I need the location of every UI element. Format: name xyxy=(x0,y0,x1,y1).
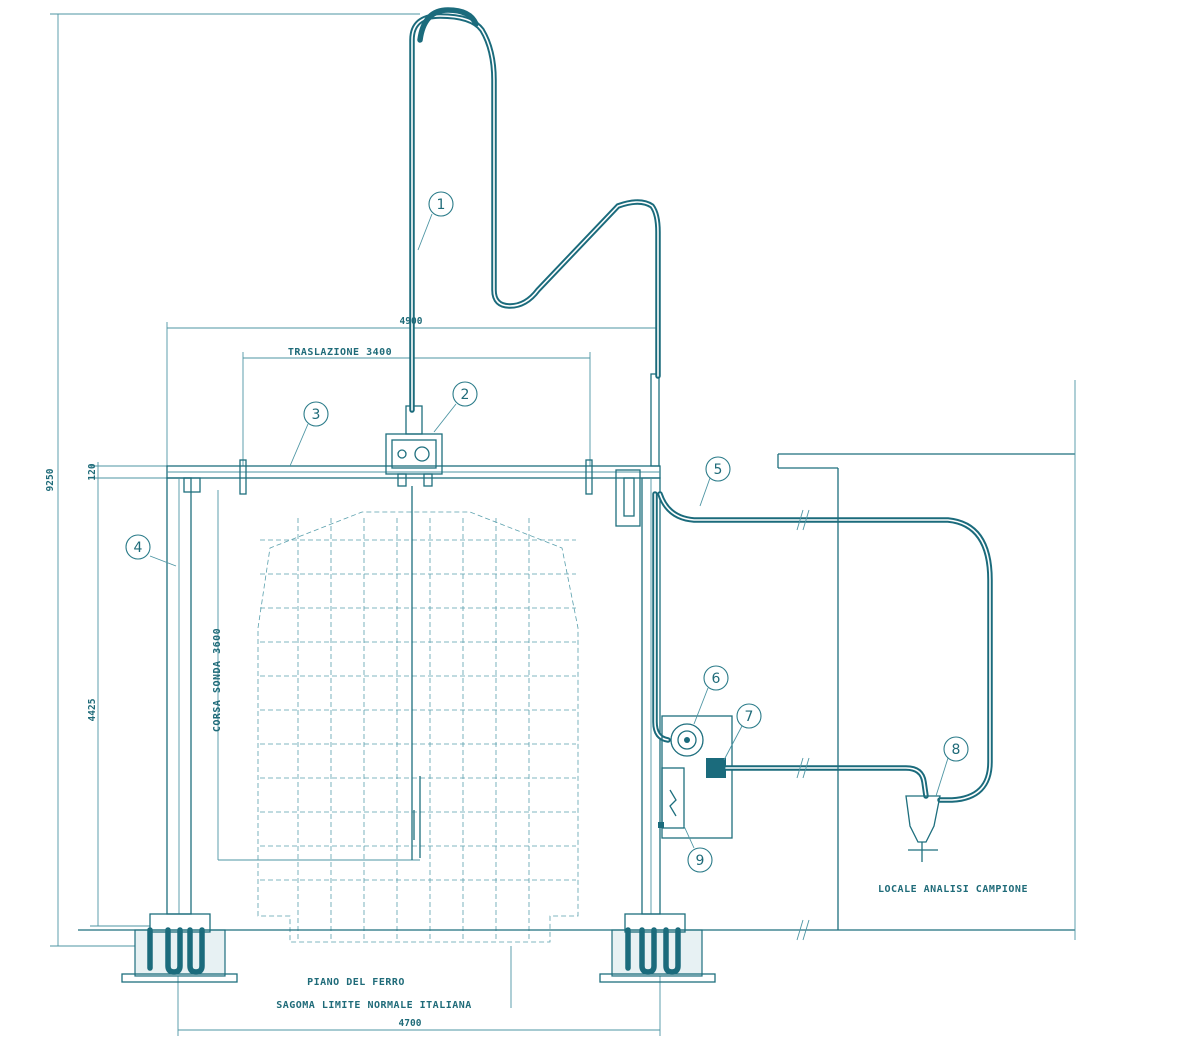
sampling-trolley xyxy=(385,405,443,487)
loading-gauge-outline xyxy=(257,511,579,943)
label-translation: TRASLAZIONE 3400 xyxy=(288,347,392,358)
portal-frame xyxy=(166,373,661,915)
foundation-right xyxy=(599,913,716,983)
callout-5: 5 xyxy=(705,456,731,482)
label-probe-stroke: CORSA SONDA 3600 xyxy=(212,628,223,732)
callout-5-label: 5 xyxy=(714,462,723,478)
callout-7-label: 7 xyxy=(745,709,754,725)
dim-top-width: 4900 xyxy=(400,316,423,327)
callout-1: 1 xyxy=(428,191,454,217)
label-gauge-limit: SAGOMA LIMITE NORMALE ITALIANA xyxy=(276,1000,472,1011)
dim-beam-height: 120 xyxy=(87,463,98,480)
callout-4-label: 4 xyxy=(134,540,143,556)
callout-6: 6 xyxy=(703,665,729,691)
dimension-lines xyxy=(50,13,661,1036)
callout-6-label: 6 xyxy=(712,671,721,687)
foundation-left xyxy=(121,913,238,983)
dim-column-height: 4425 xyxy=(87,698,98,721)
callout-2: 2 xyxy=(452,381,478,407)
analysis-room xyxy=(777,380,1076,941)
callout-9-label: 9 xyxy=(696,853,705,869)
dim-base-width: 4700 xyxy=(399,1018,422,1029)
callout-1-label: 1 xyxy=(437,197,446,213)
flexible-hose xyxy=(409,7,661,413)
dim-total-height: 9250 xyxy=(45,468,56,491)
sample-collector xyxy=(905,795,941,862)
callout-leaders xyxy=(149,213,949,849)
callout-3-label: 3 xyxy=(312,407,321,423)
callout-8-label: 8 xyxy=(952,742,961,758)
callout-8: 8 xyxy=(943,736,969,762)
transfer-line xyxy=(657,491,993,803)
callout-3: 3 xyxy=(303,401,329,427)
column-downpipe xyxy=(652,491,671,743)
pump-unit xyxy=(658,715,733,839)
callout-7: 7 xyxy=(736,703,762,729)
label-analysis-room: LOCALE ANALISI CAMPIONE xyxy=(878,884,1028,895)
label-rail-plane: PIANO DEL FERRO xyxy=(307,977,405,988)
callout-2-label: 2 xyxy=(461,387,470,403)
callout-4: 4 xyxy=(125,534,151,560)
sampling-probe xyxy=(411,486,421,860)
callout-9: 9 xyxy=(687,847,713,873)
sample-line xyxy=(723,757,929,799)
